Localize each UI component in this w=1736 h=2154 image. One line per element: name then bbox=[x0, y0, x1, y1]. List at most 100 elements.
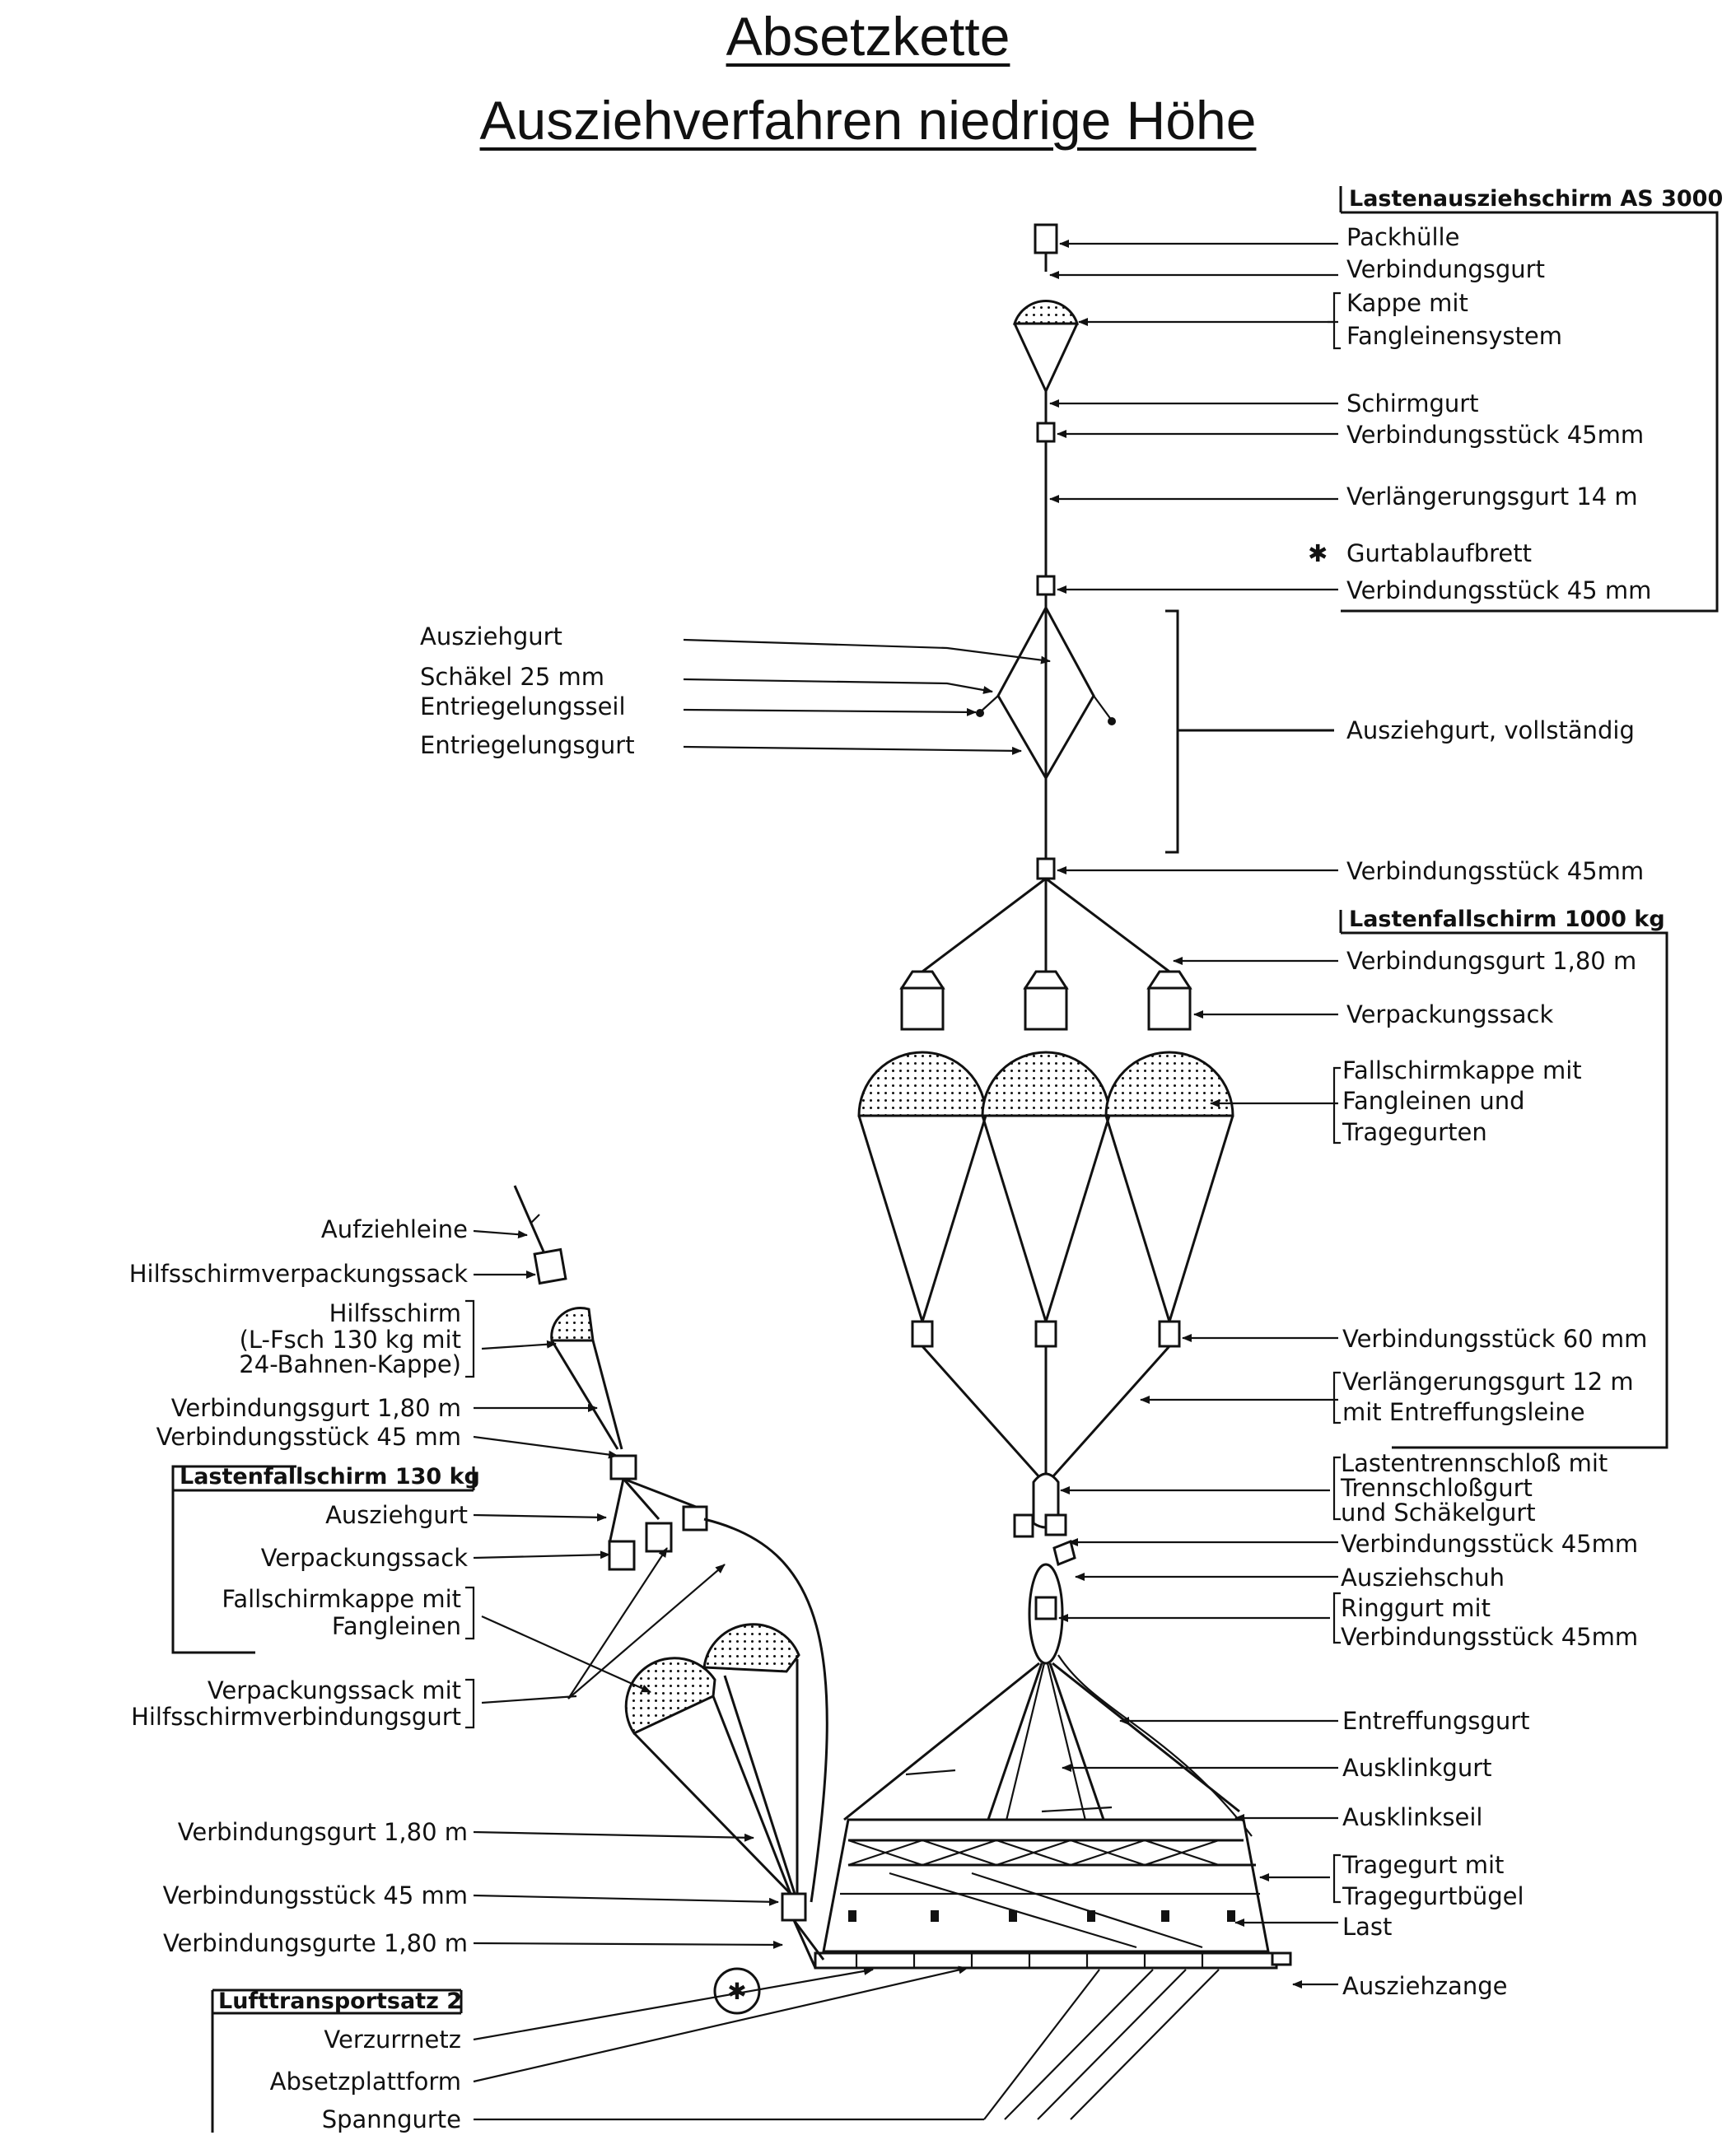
connector-45mm-icon bbox=[1044, 1513, 1067, 1536]
diagram-label: Verbindungsstück 45mm bbox=[1341, 1530, 1638, 1558]
diagram-label: Verlängerungsgurt 12 m bbox=[1342, 1368, 1634, 1396]
diagram-label: Ausziehgurt bbox=[420, 622, 562, 650]
svg-text:✱: ✱ bbox=[1308, 539, 1328, 567]
load-platform-icon bbox=[814, 1818, 1292, 1970]
diagram-title-line-1: Absetzkette bbox=[726, 6, 1010, 67]
connector-45mm-icon bbox=[609, 1454, 637, 1480]
diagram-label: Verbindungsgurte 1,80 m bbox=[163, 1929, 468, 1957]
deployment-bag-icon bbox=[1146, 970, 1192, 1031]
diagram-label: Verpackungssack bbox=[261, 1544, 468, 1572]
labels-left: Ausziehgurt Schäkel 25 mm Entriegelungss… bbox=[129, 622, 635, 2133]
cargo-canopy-130-icon bbox=[624, 1657, 716, 1735]
connector-60mm-icon bbox=[1158, 1320, 1181, 1348]
leader-lines-right bbox=[1049, 240, 1341, 1988]
diagram-label: Verbindungsstück 45 mm bbox=[156, 1423, 461, 1451]
diagram-label: Ausziehgurt bbox=[325, 1501, 468, 1529]
diagram-label: Verbindungsstück 45 mm bbox=[163, 1881, 468, 1909]
extraction-clamp-icon bbox=[1271, 1951, 1292, 1966]
bracket-as3000 bbox=[1339, 186, 1719, 613]
diagram-label: Ausziehschuh bbox=[1341, 1564, 1505, 1592]
bracket-transport-kit bbox=[211, 1988, 463, 2133]
main-canopy-icon bbox=[857, 1051, 987, 1322]
cargo-canopy-130-icon bbox=[702, 1623, 800, 1673]
diagram-label: Verzurrnetz bbox=[324, 2026, 461, 2054]
deployment-bag-icon bbox=[1023, 970, 1069, 1031]
diagram-label: Schirmgurt bbox=[1346, 389, 1479, 417]
diagram-label: Trennschloßgurt bbox=[1340, 1474, 1533, 1502]
bracket-130kg bbox=[171, 1465, 475, 1654]
diagram-label: Hilfsschirm bbox=[329, 1299, 461, 1327]
pilot-bag-icon bbox=[533, 1247, 567, 1285]
connector-45mm-icon bbox=[1036, 422, 1056, 443]
diagram-label: Verlängerungsgurt 14 m bbox=[1346, 483, 1638, 511]
diagram-label: Packhülle bbox=[1346, 223, 1459, 251]
svg-text:✱: ✱ bbox=[727, 1978, 746, 2005]
diagram-label: Kappe mit bbox=[1346, 289, 1468, 317]
connector-60mm-icon bbox=[911, 1320, 934, 1348]
main-chain bbox=[814, 223, 1292, 1970]
diagram-label: Lastentrennschloß mit bbox=[1341, 1449, 1608, 1477]
pilot-chain: ✱ bbox=[513, 1185, 828, 2015]
extraction-shoe-icon bbox=[1052, 1539, 1076, 1567]
diagram-label: Fallschirmkappe mit bbox=[222, 1585, 461, 1613]
diagram-label: Fangleinen und bbox=[1342, 1087, 1525, 1115]
section-header: Lastenausziehschirm AS 3000 bbox=[1349, 186, 1723, 212]
bracket-1000kg bbox=[1339, 910, 1668, 1449]
deployment-bag-icon bbox=[608, 1540, 636, 1571]
diagram-label: Tragegurt mit bbox=[1342, 1851, 1504, 1879]
diagram-label: 24-Bahnen-Kappe) bbox=[239, 1350, 461, 1378]
diagram-label: Spanngurte bbox=[322, 2105, 461, 2133]
diagram-label: Fangleinen bbox=[332, 1612, 461, 1640]
connector-45mm-icon bbox=[781, 1892, 807, 1922]
diagram-label: Gurtablaufbrett bbox=[1346, 539, 1532, 567]
section-header: Lastenfallschirm 130 kg bbox=[180, 1464, 480, 1490]
section-header: Lastenfallschirm 1000 kg bbox=[1349, 907, 1665, 932]
diagram-label: Verbindungsstück 45 mm bbox=[1346, 576, 1651, 604]
diagram-label: Absetzplattform bbox=[270, 2068, 461, 2096]
diagram-label: Ausziehgurt, vollständig bbox=[1346, 716, 1635, 744]
leader-lines-left bbox=[465, 638, 1220, 2121]
diagram-label: Verbindungsstück 45mm bbox=[1346, 421, 1644, 449]
diagram-label: Entriegelungsseil bbox=[420, 692, 626, 720]
diagram-label: Entreffungsgurt bbox=[1342, 1707, 1530, 1735]
diagram-label: Entriegelungsgurt bbox=[420, 731, 635, 759]
connector-60mm-icon bbox=[1034, 1320, 1057, 1348]
diagram-label: Ausklinkseil bbox=[1342, 1803, 1482, 1831]
diagram-label: Schäkel 25 mm bbox=[420, 663, 604, 691]
diagram-label: Fangleinensystem bbox=[1346, 322, 1562, 350]
labels-right: Lastenausziehschirm AS 3000 Packhülle Ve… bbox=[1308, 186, 1723, 2000]
diagram-label: mit Entreffungsleine bbox=[1342, 1398, 1585, 1426]
diagram-label: und Schäkelgurt bbox=[1341, 1499, 1536, 1527]
diagram-label: Verpackungssack mit bbox=[208, 1676, 461, 1704]
connector-45mm-icon bbox=[1034, 1596, 1057, 1620]
diagram-label: Verbindungsstück 60 mm bbox=[1342, 1325, 1647, 1353]
belt-runoff-board-icon bbox=[713, 1967, 761, 2015]
diagram-label: Verbindungsgurt bbox=[1346, 255, 1545, 283]
diagram-label: Verbindungsgurt 1,80 m bbox=[1346, 947, 1636, 975]
deployment-bag-icon bbox=[682, 1505, 708, 1532]
deployment-bag-icon bbox=[899, 970, 945, 1031]
deployment-bag-icon bbox=[645, 1522, 673, 1553]
diagram-label: Verbindungsgurt 1,80 m bbox=[171, 1394, 461, 1422]
section-header: Lufttransportsatz 2 bbox=[218, 1988, 462, 2014]
connector-45mm-icon bbox=[1036, 857, 1056, 880]
diagram-label: Hilfsschirmverpackungssack bbox=[129, 1260, 468, 1288]
diagram-label: (L-Fsch 130 kg mit bbox=[240, 1326, 461, 1354]
diagram-label: Verpackungssack bbox=[1346, 1000, 1553, 1028]
diagram-label: Verbindungsstück 45mm bbox=[1341, 1623, 1638, 1651]
diagram-title-line-2: Ausziehverfahren niedrige Höhe bbox=[479, 90, 1257, 151]
diagram-label: Tragegurten bbox=[1342, 1118, 1487, 1146]
diagram-label: Tragegurtbügel bbox=[1342, 1882, 1524, 1910]
pack-cover-icon bbox=[1034, 223, 1058, 254]
extraction-canopy-icon bbox=[1012, 299, 1080, 325]
main-canopy-icon bbox=[981, 1051, 1111, 1322]
diagram-label: Ringgurt mit bbox=[1341, 1594, 1491, 1622]
diagram-label: Verbindungsgurt 1,80 m bbox=[178, 1818, 468, 1846]
diagram-label: Aufziehleine bbox=[321, 1215, 468, 1243]
pilot-chute-icon bbox=[550, 1306, 595, 1342]
diagram-label: Last bbox=[1342, 1913, 1392, 1941]
release-clamp-icon bbox=[1013, 1513, 1034, 1538]
diagram-label: Fallschirmkappe mit bbox=[1342, 1056, 1582, 1084]
bracket-extraction-line bbox=[1165, 609, 1334, 854]
